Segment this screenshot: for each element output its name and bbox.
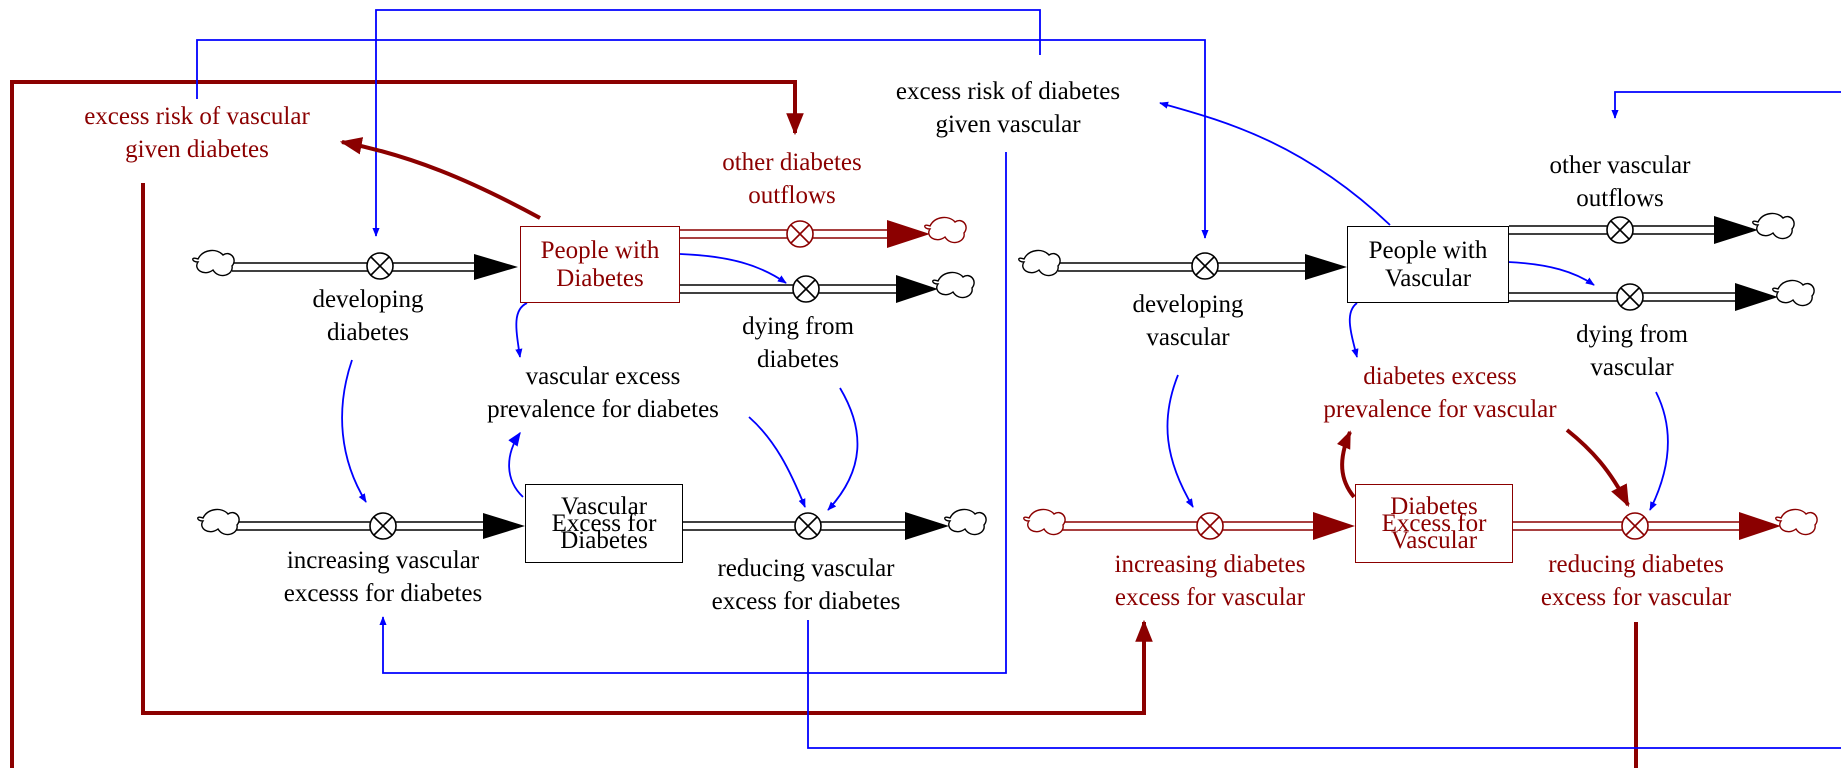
aux-vascular-excess-prevalence-for-diabetes[interactable]: vascular excess prevalence for diabetes xyxy=(487,360,719,426)
stock-label-line: Excess for xyxy=(551,510,657,537)
aux-label-line: excess risk of vascular xyxy=(84,103,310,130)
flow-label-line: developing xyxy=(1132,291,1244,318)
flow-label-line: increasing vascular xyxy=(286,547,480,574)
stock-label-line: Diabetes xyxy=(560,527,648,554)
blue-connectors-outer xyxy=(196,9,1841,749)
valve-icons xyxy=(366,216,1649,540)
flow-label-line: developing xyxy=(312,286,424,313)
stock-label-line: Vascular xyxy=(560,493,648,520)
stock-label-line: Vascular xyxy=(1384,264,1472,292)
flow-label-line: dying from xyxy=(1576,321,1688,348)
aux-label-line: given diabetes xyxy=(125,136,269,163)
cloud-source-sink-icons xyxy=(192,212,1818,536)
aux-label-line: prevalence for vascular xyxy=(1323,396,1557,423)
flow-label-line: excess for vascular xyxy=(1540,584,1732,611)
stock-diabetes-excess-for-vascular[interactable]: Diabetes Excess for Vascular xyxy=(1355,484,1513,563)
red-loop-vascular-given-diabetes xyxy=(10,80,1153,768)
flow-label-line: excess for vascular xyxy=(1114,584,1306,611)
flow-other-diabetes-outflows[interactable]: other diabetes outflows xyxy=(722,146,862,212)
flow-label-line: diabetes xyxy=(757,346,839,373)
stock-vascular-excess-for-diabetes[interactable]: Vascular Excess for Diabetes xyxy=(525,484,683,563)
red-connectors-curved xyxy=(339,137,1630,507)
flow-label-line: other diabetes xyxy=(722,149,862,176)
stock-label-line: Diabetes xyxy=(556,264,644,292)
flow-reducing-diabetes-excess-for-vascular[interactable]: reducing diabetes excess for vascular xyxy=(1541,548,1731,614)
aux-excess-risk-diabetes-given-vascular[interactable]: excess risk of diabetes given vascular xyxy=(896,75,1120,141)
flow-label-line: vascular xyxy=(1590,354,1674,381)
flow-dying-from-diabetes[interactable]: dying from diabetes xyxy=(742,310,854,376)
flow-label-line: reducing diabetes xyxy=(1548,551,1724,578)
flow-label-line: outflows xyxy=(748,182,836,209)
flow-label-line: diabetes xyxy=(327,319,409,346)
flow-label-line: vascular xyxy=(1146,324,1230,351)
stock-people-with-diabetes[interactable]: People with Diabetes xyxy=(520,226,680,303)
flow-arrowhead-icons xyxy=(474,216,1781,540)
aux-label-line: prevalence for diabetes xyxy=(487,396,719,423)
flow-developing-vascular[interactable]: developing vascular xyxy=(1132,288,1243,354)
flow-other-vascular-outflows[interactable]: other vascular outflows xyxy=(1550,149,1691,215)
stock-label-line: People with xyxy=(1368,236,1488,264)
stock-label-line: Excess for xyxy=(1381,510,1487,537)
flow-increasing-vascular-excess-for-diabetes[interactable]: increasing vascular excesss for diabetes xyxy=(284,544,483,610)
flow-label-line: dying from xyxy=(742,313,854,340)
flow-label-line: other vascular xyxy=(1549,152,1691,179)
flow-label-line: outflows xyxy=(1576,185,1664,212)
blue-connectors-curved xyxy=(341,101,1669,511)
flow-developing-diabetes[interactable]: developing diabetes xyxy=(312,283,423,349)
aux-label-line: excess risk of diabetes xyxy=(895,78,1121,105)
flow-label-line: excess for diabetes xyxy=(711,588,901,615)
stock-label-line: Vascular xyxy=(1390,527,1478,554)
flow-increasing-diabetes-excess-for-vascular[interactable]: increasing diabetes excess for vascular xyxy=(1115,548,1306,614)
aux-excess-risk-vascular-given-diabetes[interactable]: excess risk of vascular given diabetes xyxy=(84,100,310,166)
flow-label-line: reducing vascular xyxy=(717,555,895,582)
aux-label-line: diabetes excess xyxy=(1363,363,1517,390)
aux-label-line: vascular excess xyxy=(525,363,681,390)
stock-people-with-vascular[interactable]: People with Vascular xyxy=(1347,226,1509,303)
aux-label-line: given vascular xyxy=(935,111,1081,138)
stock-label-line: People with xyxy=(540,236,660,264)
stock-label-line: Diabetes xyxy=(1390,493,1478,520)
flow-label-line: excesss for diabetes xyxy=(283,580,483,607)
flow-dying-from-vascular[interactable]: dying from vascular xyxy=(1576,318,1688,384)
flow-reducing-vascular-excess-for-diabetes[interactable]: reducing vascular excess for diabetes xyxy=(712,552,901,618)
aux-diabetes-excess-prevalence-for-vascular[interactable]: diabetes excess prevalence for vascular xyxy=(1323,360,1556,426)
flow-label-line: increasing diabetes xyxy=(1114,551,1306,578)
